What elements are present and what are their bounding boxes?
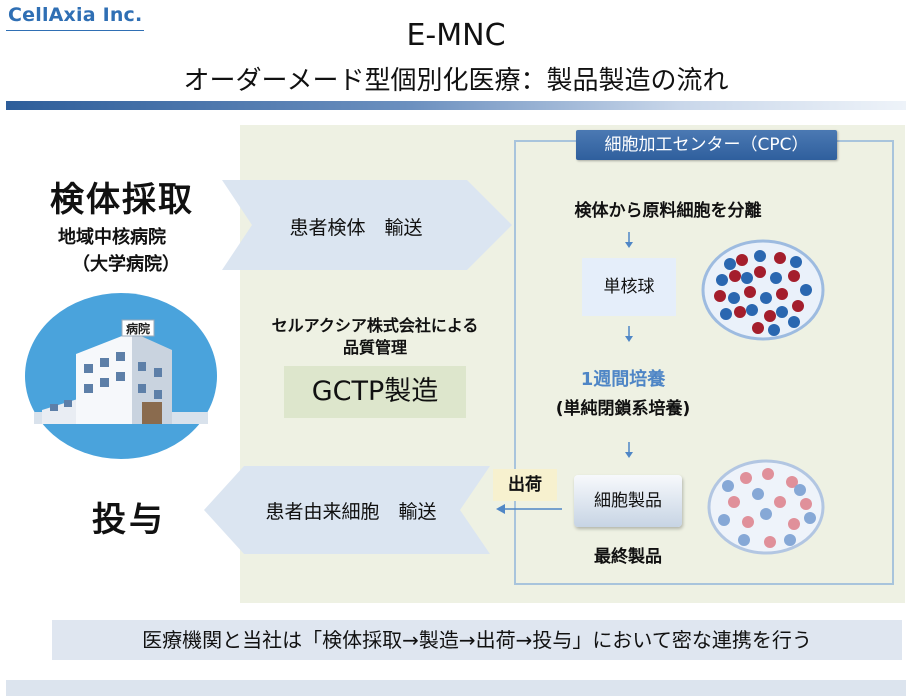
administration-title: 投与 xyxy=(92,500,166,540)
logo-underline xyxy=(6,30,144,31)
down-arrow-icon xyxy=(625,442,633,458)
gctp-manufacturing-box: GCTP製造 xyxy=(284,366,466,418)
shipment-arrow-icon xyxy=(496,504,562,514)
hospital-building-icon: 病院 xyxy=(25,293,217,459)
culture-method: (単純閉鎖系培養) xyxy=(555,399,691,419)
footer-bar xyxy=(6,680,906,696)
quality-management-line2: 品質管理 xyxy=(342,338,407,357)
cell-transport-label: 患者由来細胞 輸送 xyxy=(265,501,437,523)
separation-step: 検体から原料細胞を分離 xyxy=(574,201,762,221)
building-sign: 病院 xyxy=(126,321,150,336)
down-arrow-icon xyxy=(625,232,633,248)
company-logo: CellAxia Inc. xyxy=(8,4,143,26)
page-subtitle: オーダーメード型個別化医療：製品製造の流れ xyxy=(183,66,729,96)
final-product-label: 最終製品 xyxy=(594,547,662,567)
cell-transport-arrow xyxy=(204,466,490,554)
mononuclear-cells-box: 単核球 xyxy=(582,258,676,316)
quality-management-line1: セルアクシア株式会社による xyxy=(271,316,479,335)
header-divider-bar xyxy=(6,101,906,110)
specimen-transport-label: 患者検体 輸送 xyxy=(289,217,423,239)
cpc-label: 細胞加工センター（CPC） xyxy=(576,130,837,160)
down-arrow-icon xyxy=(625,326,633,342)
specimen-collection-title: 検体採取 xyxy=(50,180,194,220)
page-title: E-MNC xyxy=(406,18,506,53)
cell-dish-mixed-icon xyxy=(701,239,825,341)
hospital-name: 地域中核病院 xyxy=(58,227,166,248)
culture-step: 1週間培養 xyxy=(580,369,666,390)
cell-product-box: 細胞製品 xyxy=(574,475,682,527)
collaboration-banner: 医療機関と当社は「検体採取→製造→出荷→投与」において密な連携を行う xyxy=(52,620,902,660)
specimen-transport-arrow xyxy=(222,180,512,270)
shipment-label: 出荷 xyxy=(493,469,557,501)
cell-dish-product-icon xyxy=(707,459,825,555)
hospital-subname: （大学病院） xyxy=(72,254,180,275)
